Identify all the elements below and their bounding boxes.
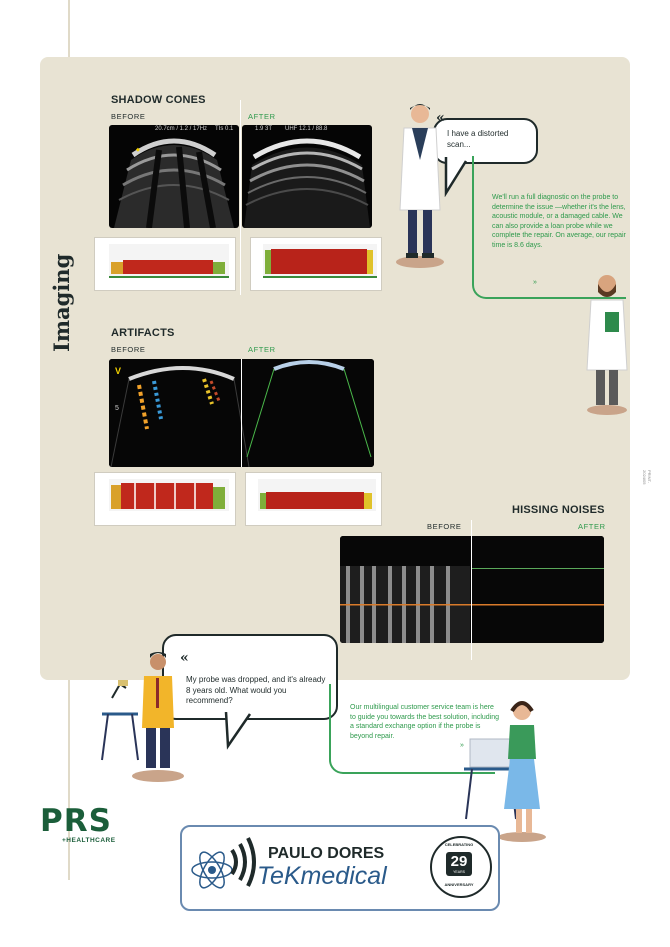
paulo-dores-logo: PAULO DORES (268, 845, 385, 862)
artifacts-before-label: BEFORE (111, 345, 146, 354)
doctor-illustration (396, 104, 444, 268)
prs-logo: PRS (40, 803, 112, 839)
woman-at-desk-illustration (464, 701, 546, 842)
hissing-after-label: AFTER (578, 522, 606, 531)
shadow-after-chart (250, 237, 382, 291)
man-speech-bubble (162, 634, 338, 720)
side-note: PRINT-2024/05 (642, 470, 652, 485)
technician-illustration (586, 275, 628, 415)
decor-line-bottom (68, 680, 70, 880)
shadow-before-chart (94, 237, 236, 291)
green-bubble-1-end: » (533, 279, 537, 286)
atom-icon (191, 837, 256, 889)
doctor-quote-mark: « (436, 110, 445, 126)
shadow-after-label: AFTER (248, 112, 276, 121)
man-bubble-tail (224, 712, 252, 750)
prs-healthcare-label: +HEALTHCARE (62, 837, 116, 844)
shadow-after-readout: 1.9 3T (255, 126, 273, 132)
anniversary-top-text: CELEBRATING (444, 842, 474, 847)
hissing-scans (340, 536, 604, 643)
tekmedical-logo: TeKmedical (257, 862, 387, 890)
man-bubble-text: My probe was dropped, and it's already 8… (186, 675, 326, 705)
hissing-before-label: BEFORE (427, 522, 462, 531)
anniversary-years: YEARS (453, 870, 465, 874)
shadow-after-scan (242, 125, 372, 228)
svg-text:◆: ◆ (136, 147, 140, 153)
green-speech-bubble-2 (329, 684, 495, 774)
shadow-before-scan: ◆ (109, 125, 239, 228)
doctor-bubble-text: I have a distorted scan... (447, 129, 509, 149)
artifacts-after-label: AFTER (248, 345, 276, 354)
artifacts-after-chart (245, 472, 382, 526)
artifacts-before-chart (94, 472, 236, 526)
artifacts-s-marker: 5 (115, 405, 119, 412)
artifacts-scans (109, 359, 374, 467)
anniversary-bottom-text: ANNIVERSARY (444, 882, 474, 887)
shadow-cones-title: SHADOW CONES (111, 94, 206, 106)
artifacts-title: ARTIFACTS (111, 327, 175, 339)
doctor-bubble-tail (444, 157, 468, 197)
shadow-before-readout: 20.7cm / 1.2 / 17Hz (155, 126, 208, 132)
shadow-before-readout2: TIs 0.1 (215, 126, 234, 132)
green-bubble-2-text: Our multilingual customer service team i… (350, 704, 500, 740)
hissing-title: HISSING NOISES (512, 504, 605, 516)
green-speech-bubble-1 (472, 156, 626, 299)
shadow-after-readout2: UHF 12.1 / 88.8 (285, 126, 328, 132)
man-quote-mark: « (180, 650, 189, 666)
artifacts-v-marker: V (115, 366, 122, 376)
green-bubble-1-text: We'll run a full diagnostic on the probe… (492, 194, 626, 249)
decor-line-top (68, 0, 70, 62)
green-bubble-2-end: » (460, 742, 464, 749)
shadow-before-label: BEFORE (111, 112, 146, 121)
shadow-divider (240, 100, 241, 295)
section-title-imaging: Imaging (49, 253, 74, 352)
man-at-desk-illustration (101, 652, 184, 782)
anniversary-number: 29 (446, 852, 472, 876)
